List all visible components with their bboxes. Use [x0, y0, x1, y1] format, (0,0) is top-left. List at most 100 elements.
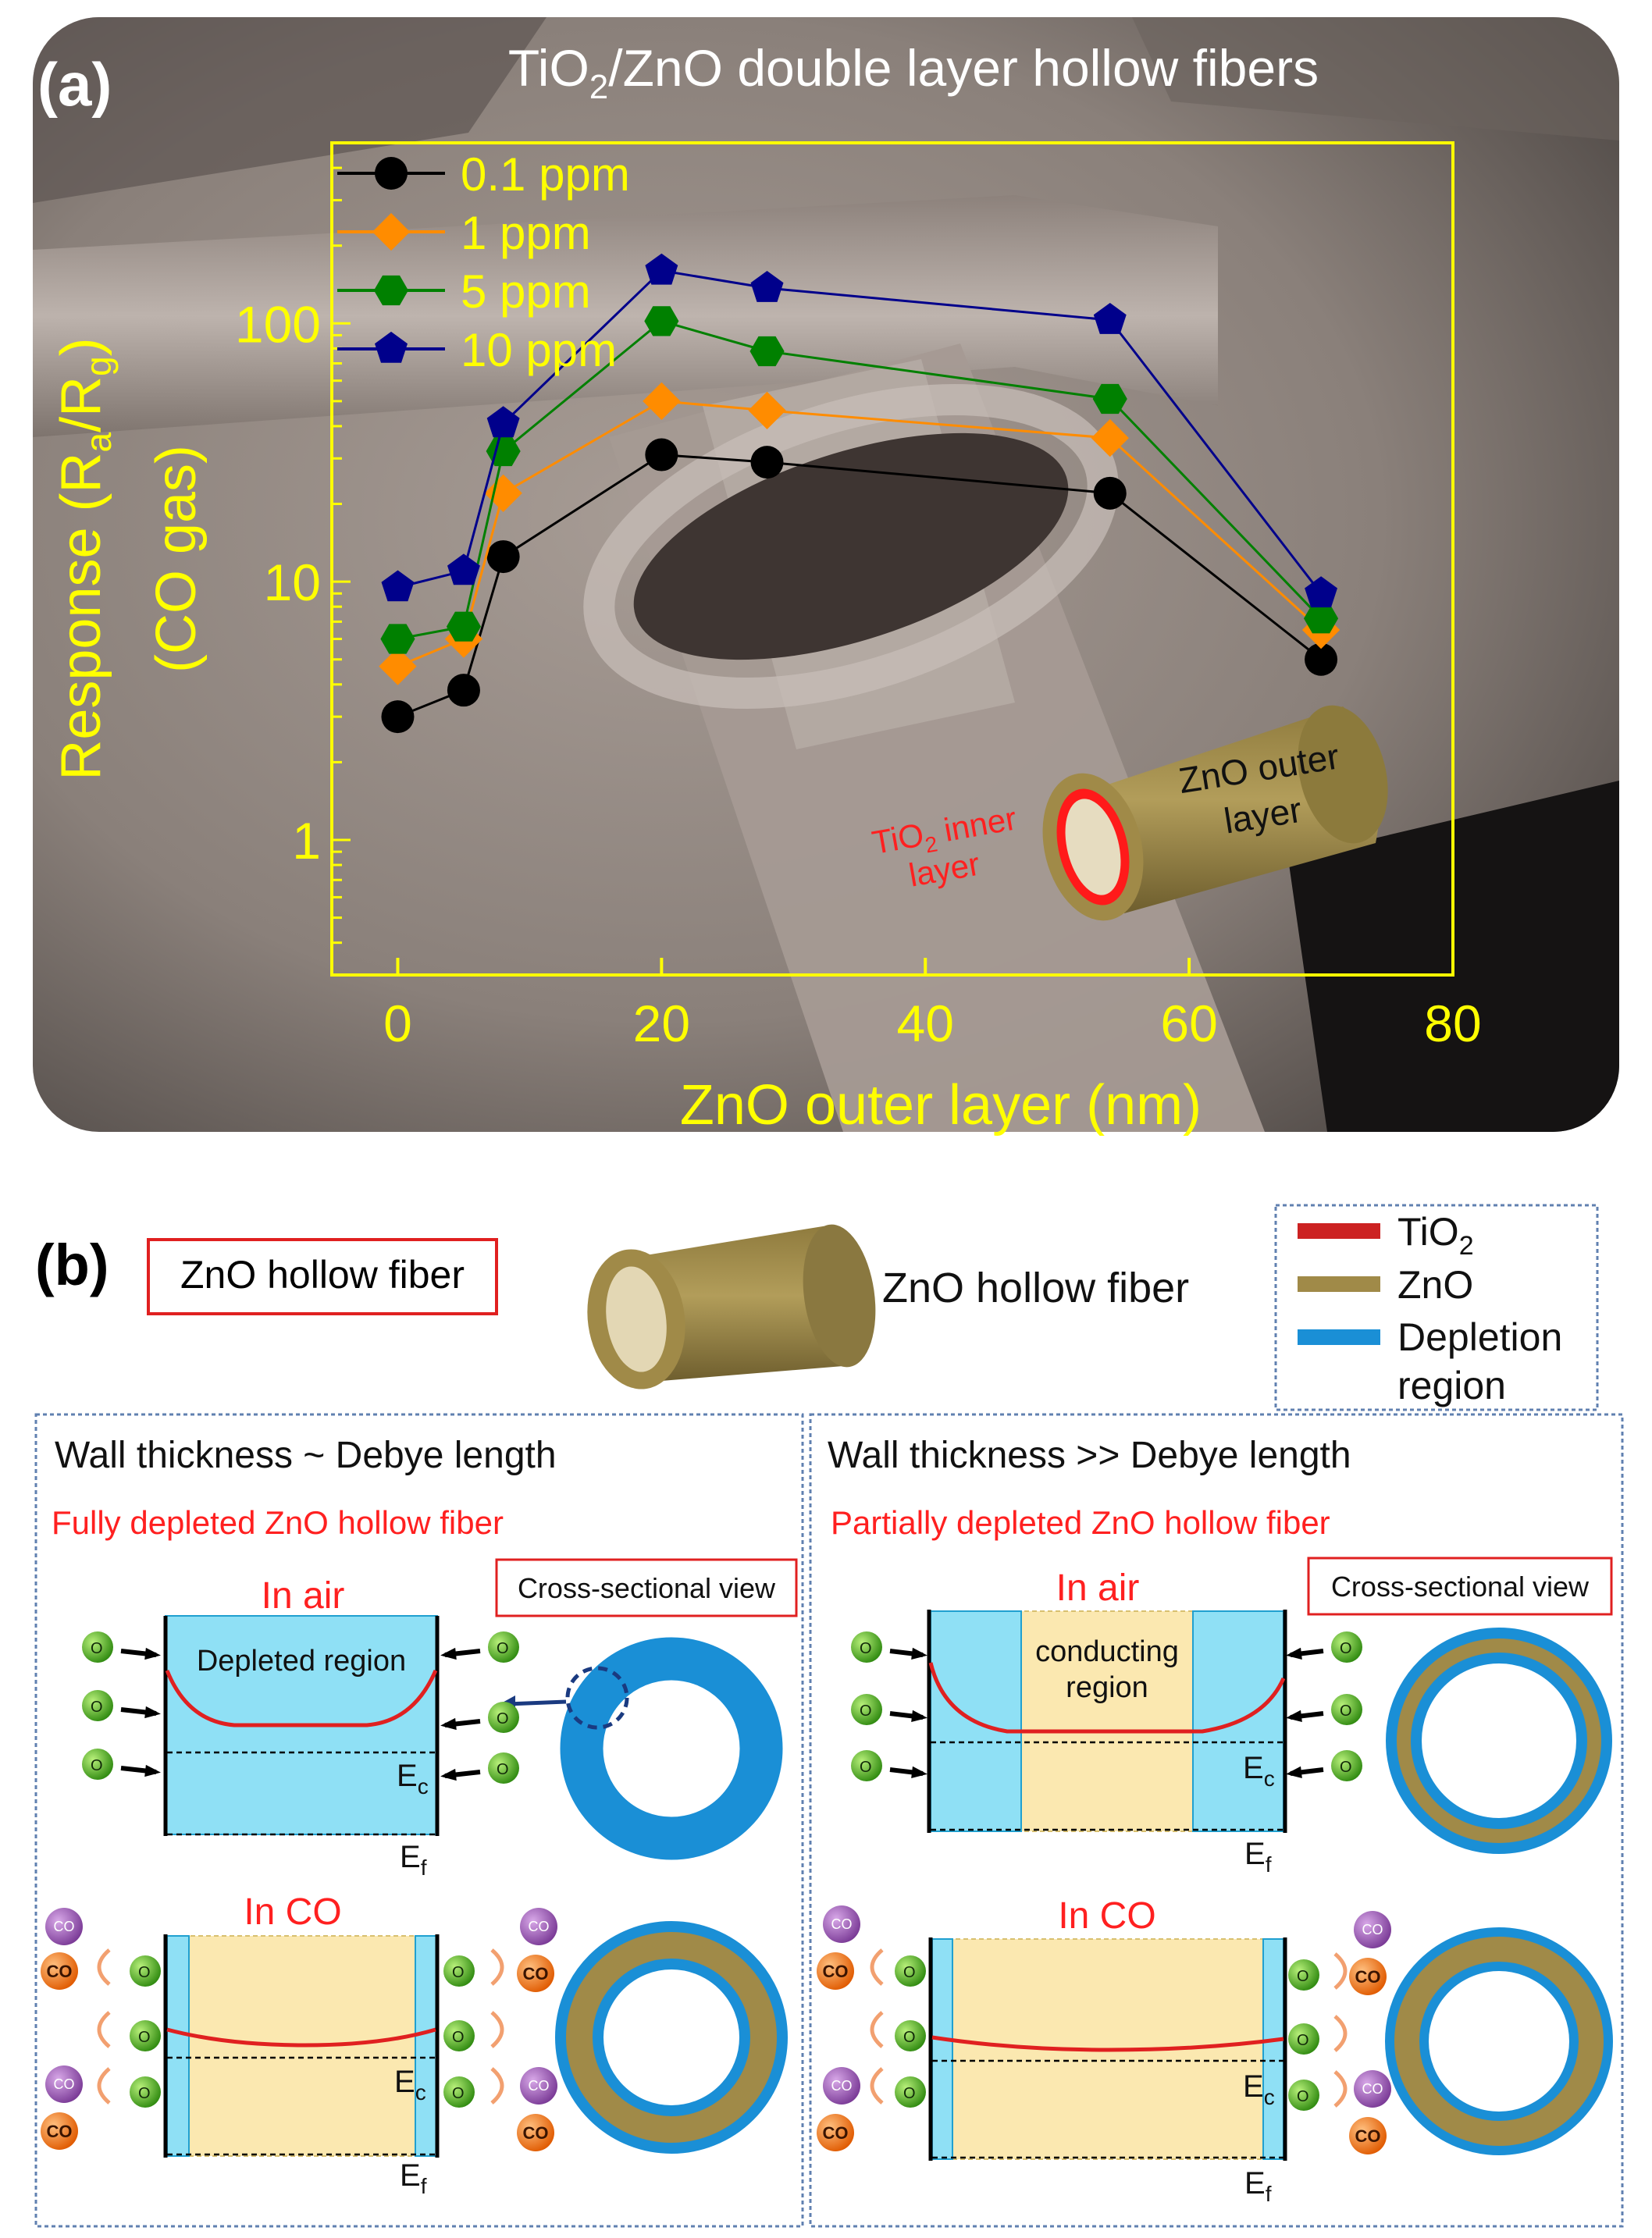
x-tick-label-0: 0: [383, 994, 412, 1052]
oxygen-ion-icon: [851, 1694, 882, 1725]
adsorption-arrowhead: [144, 1706, 161, 1719]
point-0-1-ppm-3: [645, 438, 678, 471]
right-header: Wall thickness >> Debye length: [828, 1435, 1351, 1476]
oxygen-ion-label: O: [497, 1640, 509, 1657]
right-air-band-diagram: conducting region Ec Ef: [927, 1610, 1287, 1877]
co-molecule-label: CO: [47, 2122, 73, 2141]
legend-label-depletion-2: region: [1397, 1364, 1506, 1407]
reaction-arc: [1333, 2015, 1348, 2052]
adsorption-arrowhead: [911, 1710, 927, 1722]
right-ec-label: Ec: [1243, 1751, 1275, 1791]
legend-marker-0-1-ppm: [375, 157, 408, 190]
legend-swatch-tio2: [1298, 1223, 1380, 1239]
oxygen-ion-label: O: [1340, 1640, 1352, 1657]
oxygen-ion-label: O: [1297, 1968, 1309, 1985]
x-tick-label-20: 20: [633, 994, 690, 1052]
left-co-cross-section: [555, 1921, 788, 2154]
legend-label-10-ppm: 10 ppm: [461, 324, 617, 376]
point-1-ppm-5: [1091, 418, 1129, 457]
co-molecule-icon: [817, 1952, 854, 1990]
oxygen-ion-label: O: [497, 1761, 509, 1778]
co2-molecule-label: CO: [529, 1919, 550, 1934]
oxygen-ion-icon: [851, 1631, 882, 1663]
x-tick-label-80: 80: [1424, 994, 1481, 1052]
oxygen-ion-label: O: [903, 1964, 916, 1981]
fiber-label: ZnO hollow fiber: [882, 1265, 1189, 1311]
oxygen-ion-icon: [1288, 2023, 1319, 2055]
left-view-label: Cross-sectional view: [518, 1572, 776, 1604]
oxygen-ion-icon: [895, 1955, 926, 1987]
material-legend: TiO2 ZnO Depletion region: [1274, 1204, 1599, 1411]
co-molecule-icon: [1349, 1958, 1387, 1995]
left-co-band-diagram: Ec Ef: [163, 1934, 440, 2198]
oxygen-ion-label: O: [903, 2029, 916, 2046]
reaction-arc: [1333, 2070, 1348, 2108]
legend-swatch-depletion: [1298, 1329, 1380, 1345]
legend-label-zno: ZnO: [1397, 1263, 1473, 1307]
oxygen-ion-icon: [130, 2076, 161, 2108]
adsorption-arrowhead: [1286, 1766, 1302, 1778]
oxygen-ion-label: O: [138, 1964, 151, 1981]
co2-molecule-label: CO: [831, 1916, 853, 1932]
legend-label-depletion: Depletion: [1397, 1315, 1562, 1359]
co-molecule-icon: [517, 1955, 554, 1992]
adsorption-arrowhead: [911, 1647, 927, 1660]
reaction-arc: [870, 2011, 884, 2048]
right-co-ef-label: Ef: [1244, 2166, 1272, 2206]
reaction-arc: [870, 2067, 884, 2105]
boxed-title-frame: [147, 1238, 498, 1315]
co-molecule-icon: [41, 2112, 78, 2150]
legend-swatch-zno: [1298, 1276, 1380, 1292]
left-view-frame: [495, 1558, 798, 1617]
plot-frame: [330, 141, 1454, 977]
oxygen-ion-icon: [895, 2020, 926, 2051]
point-0-1-ppm-0: [381, 700, 415, 734]
left-depleted-region-label: Depleted region: [197, 1645, 406, 1678]
oxygen-ion-label: O: [91, 1757, 103, 1774]
oxygen-ion-label: O: [452, 2085, 465, 2102]
right-subheader: Partially depleted ZnO hollow fiber: [831, 1504, 1330, 1541]
adsorption-arrowhead: [1286, 1710, 1302, 1722]
co2-molecule-label: CO: [1362, 1922, 1383, 1937]
point-1-ppm-0: [379, 647, 417, 685]
right-view-label: Cross-sectional view: [1331, 1571, 1590, 1603]
oxygen-ion-label: O: [903, 2085, 916, 2102]
oxygen-ion-icon: [82, 1749, 113, 1780]
oxygen-ion-icon: [1331, 1750, 1362, 1781]
oxygen-ion-label: O: [452, 2029, 465, 2046]
right-conducting-label-1: conducting: [1035, 1635, 1179, 1668]
co2-molecule-icon: [45, 2065, 83, 2103]
oxygen-ion-label: O: [1340, 1759, 1352, 1776]
oxygen-ion-icon: [130, 1955, 161, 1987]
y-axis-label: Response (Ra/Rg): [50, 337, 119, 780]
point-10-ppm-5: [1093, 303, 1127, 334]
adsorption-arrowhead: [144, 1764, 161, 1777]
legend-marker-5-ppm: [373, 275, 408, 306]
right-co-cross-section: [1385, 1927, 1613, 2155]
point-10-ppm-4: [750, 271, 784, 302]
reaction-arc: [490, 2067, 504, 2105]
legend-label-5-ppm: 5 ppm: [461, 265, 591, 318]
adsorption-arrowhead: [911, 1766, 927, 1778]
inset-bilayer-fiber: ZnO outer layer TiO2 inner layer: [869, 705, 1388, 921]
adsorption-arrowhead: [1286, 1647, 1302, 1660]
boxed-title: ZnO hollow fiber: [180, 1253, 465, 1297]
oxygen-ion-icon: [443, 2020, 475, 2051]
co2-molecule-label: CO: [54, 1919, 75, 1934]
y-tick-label-1: 1: [292, 812, 321, 870]
co-molecule-label: CO: [1355, 2126, 1381, 2146]
oxygen-ion-label: O: [1297, 2088, 1309, 2105]
point-0-1-ppm-2: [486, 540, 520, 574]
right-air-cross-section: [1386, 1628, 1612, 1854]
oxygen-ion-label: O: [1340, 1703, 1352, 1720]
co-molecule-icon: [1349, 2117, 1387, 2154]
oxygen-ion-label: O: [860, 1759, 872, 1776]
oxygen-ion-icon: [488, 1702, 519, 1733]
zno-fiber-illustration: [587, 1224, 876, 1389]
co-molecule-label: CO: [47, 1962, 73, 1981]
point-5-ppm-5: [1092, 383, 1127, 415]
panel-a-title: TiO2/ZnO double layer hollow fibers: [508, 39, 1319, 106]
point-0-1-ppm-1: [447, 674, 480, 707]
